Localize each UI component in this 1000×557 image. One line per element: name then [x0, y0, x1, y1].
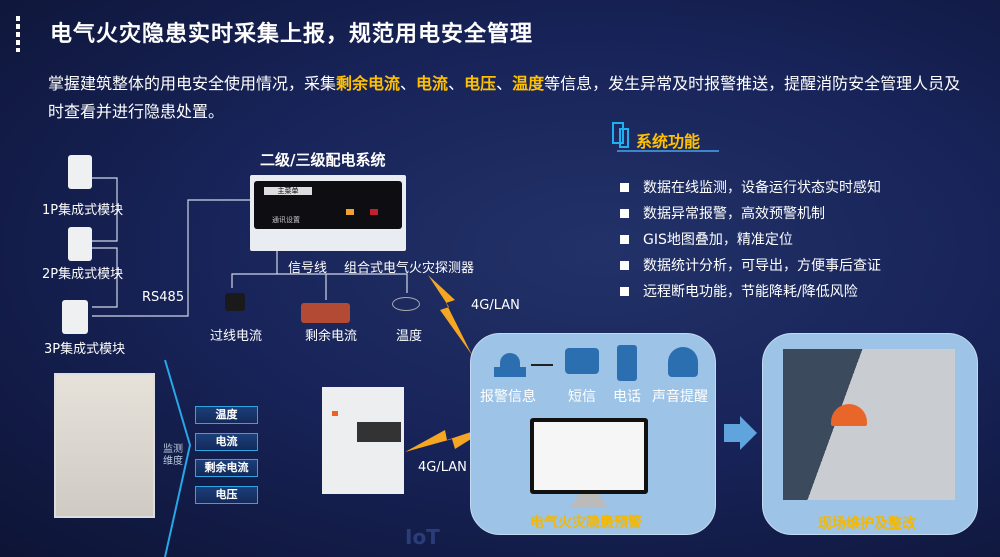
highlight-temperature: 温度 [512, 74, 545, 93]
list-item: 数据统计分析，可导出，方便事后查证 [620, 252, 881, 278]
alarm-label: 报警信息 [480, 389, 536, 405]
maintenance-photo [783, 349, 955, 500]
monitor-stand [570, 494, 608, 508]
module-1p-image [68, 155, 92, 189]
sep: 、 [400, 74, 417, 93]
intro-text: 掌握建筑整体的用电安全使用情况，采集 [48, 74, 337, 93]
highlight-current: 电流 [416, 74, 449, 93]
bullet-icon [620, 260, 629, 270]
bullet-icon [620, 182, 629, 192]
sensor-label: 温度 [396, 329, 423, 344]
feature-text: 数据异常报警，高效预警机制 [643, 206, 825, 222]
intro-text: 等信息，发生异常及时报警推送，提醒消防安全管理人员及时查看并进行隐患处置。 [48, 74, 961, 121]
bullet-icon [620, 208, 629, 218]
highlight-voltage: 电压 [464, 74, 497, 93]
feature-list: 数据在线监测，设备运行状态实时感知 数据异常报警，高效预警机制 GIS地图叠加，… [620, 174, 881, 304]
list-item: 远程断电功能，节能降耗/降低风险 [620, 278, 881, 304]
network-label: 4G/LAN [471, 298, 520, 313]
sms-label: 短信 [568, 389, 596, 405]
feature-text: 数据统计分析，可导出，方便事后查证 [643, 258, 881, 274]
dimension-box: 剩余电流 [195, 459, 258, 477]
arrow-icon [531, 364, 553, 366]
module-label: 2P集成式模块 [42, 267, 124, 282]
cabinet-photo [54, 373, 155, 518]
sms-icon [565, 348, 599, 374]
bullet-icon [620, 234, 629, 244]
page-title: 电气火灾隐患实时采集上报，规范用电安全管理 [50, 22, 534, 47]
controller-device: 主菜单通讯设置 [250, 175, 406, 251]
alarm-light-icon [494, 347, 526, 377]
list-item: GIS地图叠加，精准定位 [620, 226, 881, 252]
dimension-box: 电流 [195, 433, 258, 451]
module-label: 1P集成式模块 [42, 203, 124, 218]
list-item: 数据在线监测，设备运行状态实时感知 [620, 174, 881, 200]
monitor-dimension-label: 监测维度 [163, 444, 183, 467]
dimension-box: 电压 [195, 486, 258, 504]
sep: 、 [496, 74, 513, 93]
field-caption: 现场维护及整改 [818, 516, 916, 532]
bell-icon [668, 347, 698, 377]
intro-paragraph: 掌握建筑整体的用电安全使用情况，采集剩余电流、电流、电压、温度等信息，发生异常及… [48, 70, 968, 126]
sep: 、 [448, 74, 465, 93]
temp-sensor-image [392, 297, 420, 311]
screen-menu: 主菜单 [264, 187, 312, 195]
iot-watermark: IoT [405, 525, 440, 549]
alarm-caption: 电气火灾隐患预警 [530, 515, 642, 531]
signal-line-label: 信号线 [288, 261, 328, 276]
feature-text: 数据在线监测，设备运行状态实时感知 [643, 180, 881, 196]
residual-sensor-image [301, 303, 350, 323]
screen-sub: 通讯设置 [272, 216, 300, 224]
sensor-label: 过线电流 [210, 329, 263, 344]
feature-icon [612, 122, 624, 144]
chevron-divider [164, 359, 192, 557]
wireless-bolt-icon [428, 275, 472, 355]
feature-text: 远程断电功能，节能降耗/降低风险 [643, 284, 858, 300]
network-label: 4G/LAN [418, 460, 467, 475]
flow-arrow-icon [724, 416, 757, 450]
dimension-box: 温度 [195, 406, 258, 424]
sound-label: 声音提醒 [652, 389, 708, 405]
feature-icon [619, 128, 629, 148]
rs485-label: RS485 [142, 290, 185, 305]
module-3p-image [62, 300, 88, 334]
sensor-label: 剩余电流 [305, 329, 358, 344]
phone-icon [617, 345, 637, 381]
feature-text: GIS地图叠加，精准定位 [643, 232, 793, 248]
wireless-bolt-icon [405, 424, 495, 452]
bullet-icon [620, 286, 629, 296]
list-item: 数据异常报警，高效预警机制 [620, 200, 881, 226]
detector-label: 组合式电气火灾探测器 [344, 261, 475, 276]
system-title: 二级/三级配电系统 [260, 151, 386, 169]
module-2p-image [68, 227, 92, 261]
features-title: 系统功能 [636, 132, 701, 151]
phone-label: 电话 [613, 389, 641, 405]
title-marker [16, 16, 20, 52]
breaker-image [322, 387, 404, 494]
divider [617, 150, 719, 152]
ct-sensor-image [225, 293, 245, 311]
monitor-screen-image [530, 418, 648, 494]
module-label: 3P集成式模块 [44, 342, 126, 357]
highlight-residual: 剩余电流 [336, 74, 401, 93]
